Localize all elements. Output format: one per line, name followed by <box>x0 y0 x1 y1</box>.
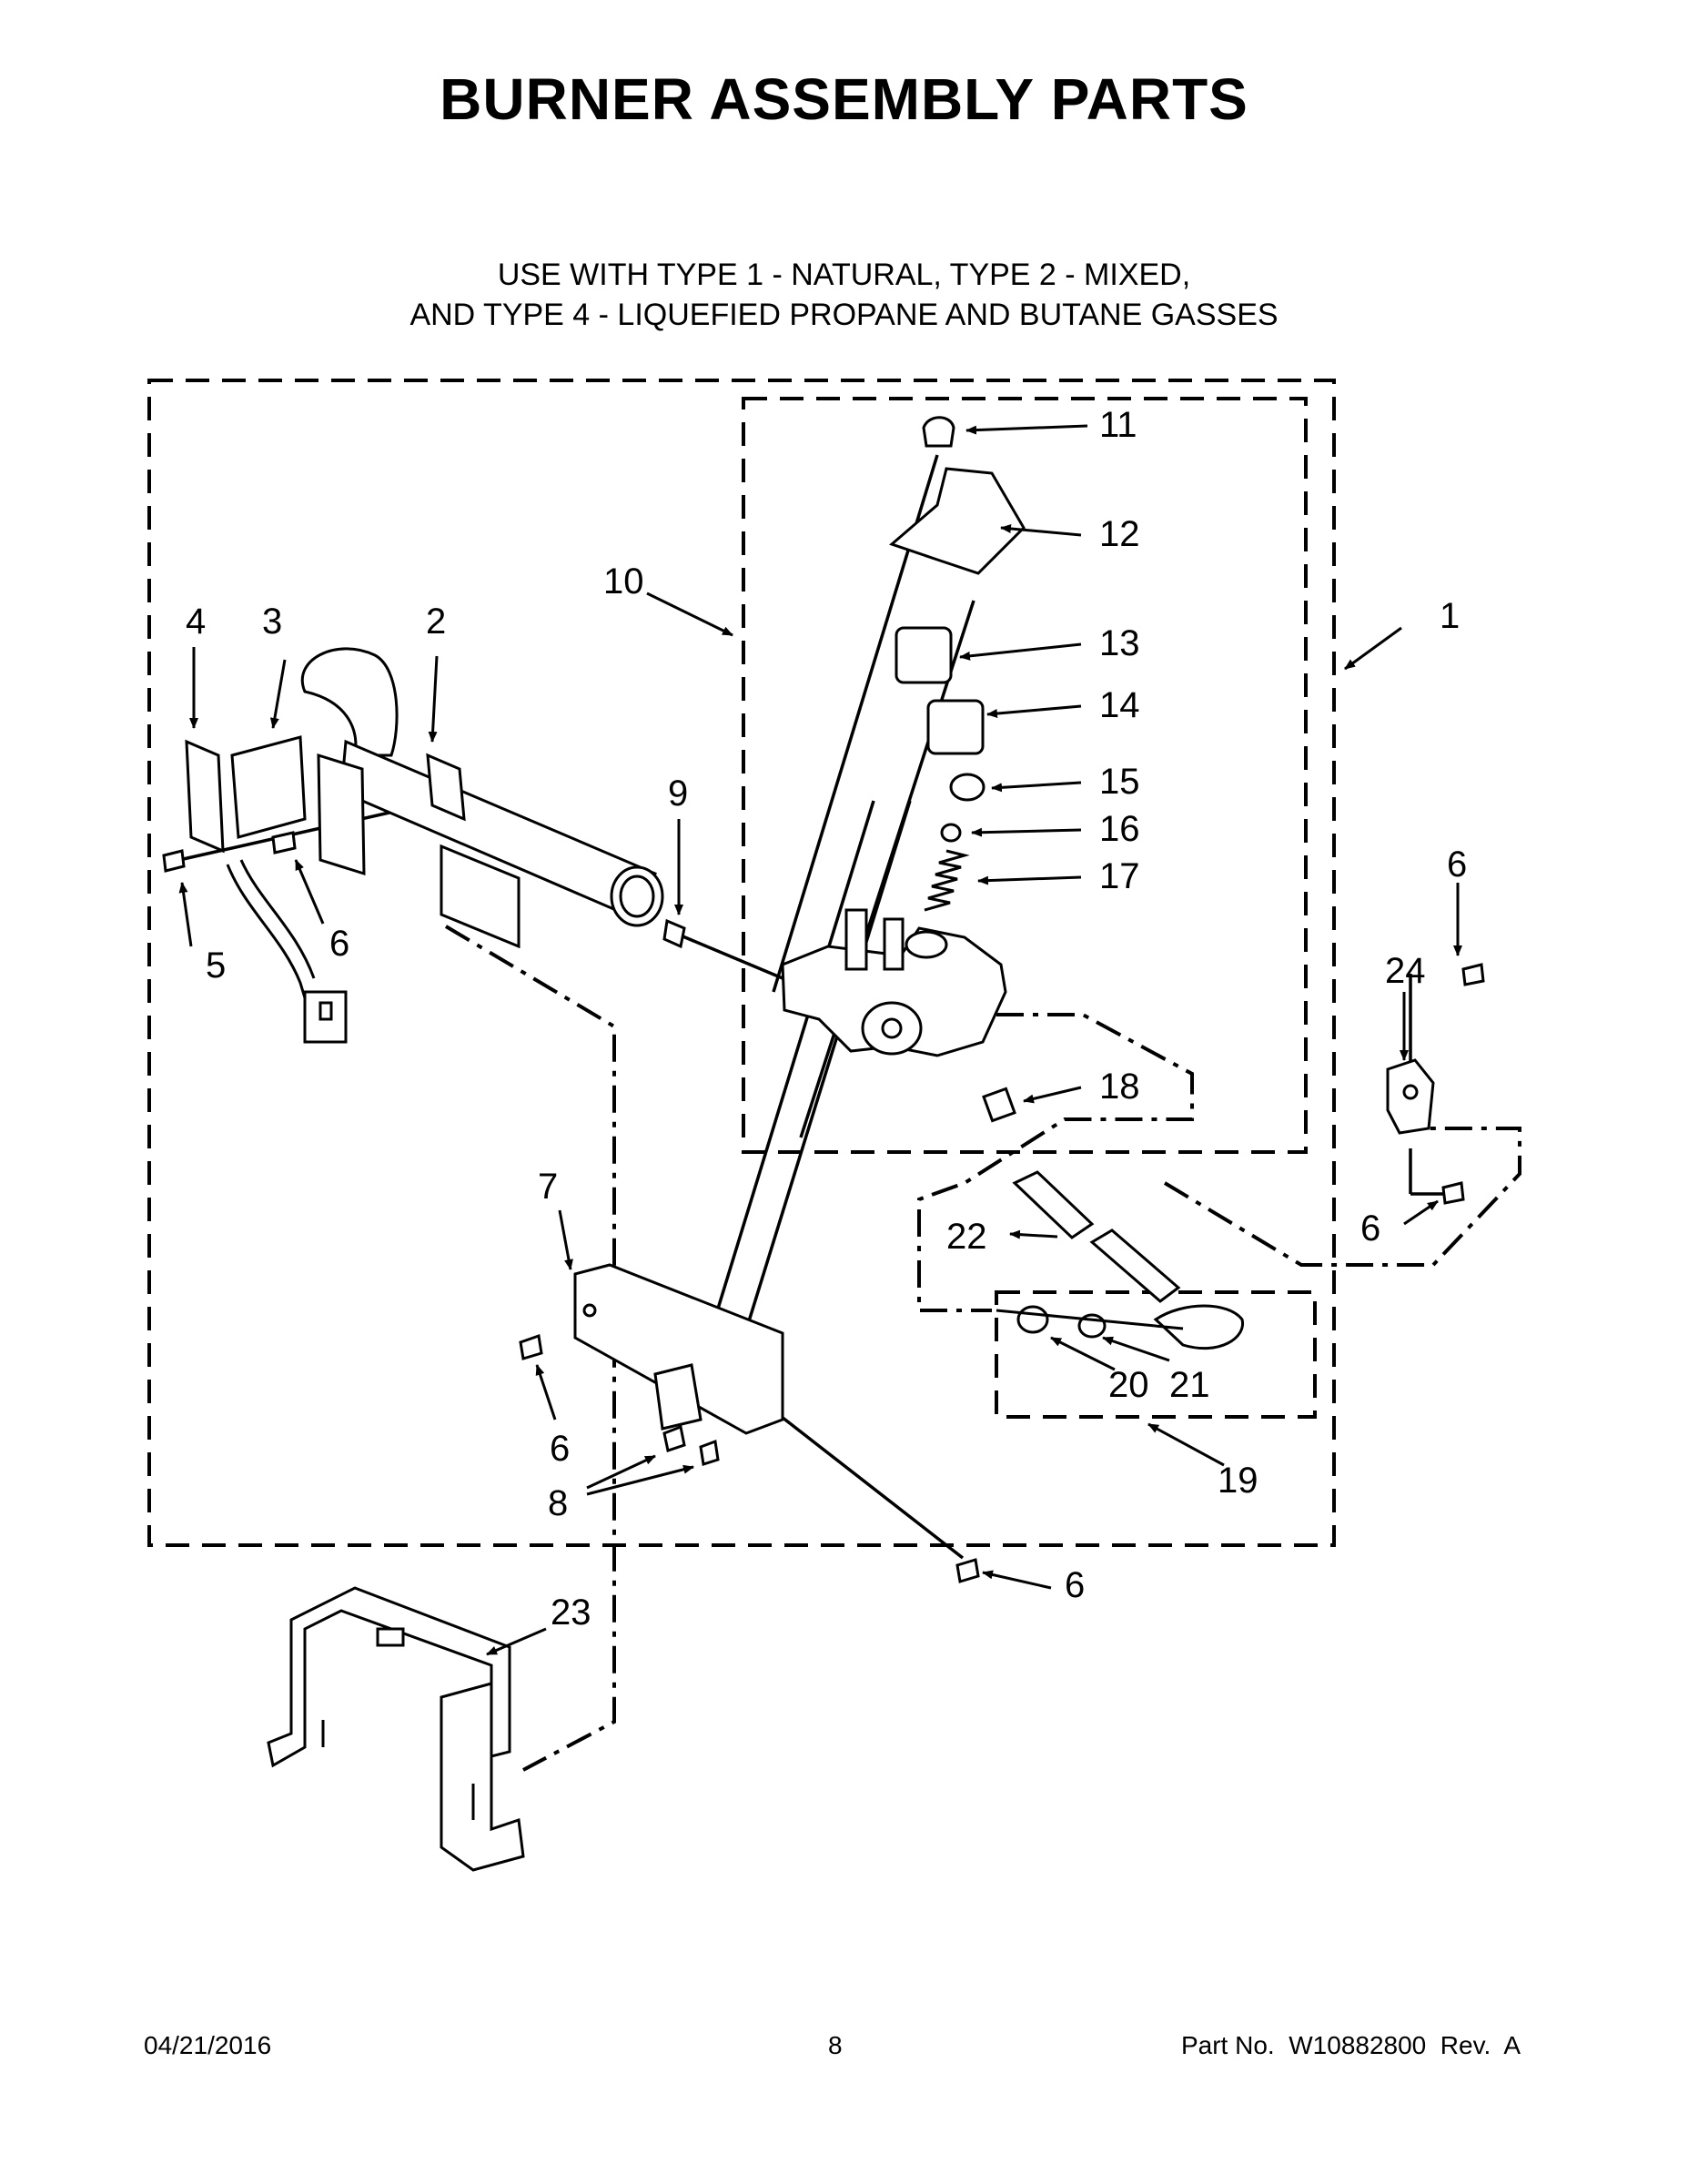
callout-22: 22 <box>946 1217 987 1257</box>
callout-14: 14 <box>1099 685 1140 725</box>
burner-tube <box>301 647 664 949</box>
screw-6-right-lower <box>1441 1181 1465 1205</box>
screws <box>162 831 1485 1583</box>
callout-6-right-upper: 6 <box>1447 844 1467 885</box>
callout-6-right-lower: 6 <box>1360 1208 1380 1249</box>
footer-date: 04/21/2016 <box>144 2031 272 2059</box>
part-17-spring <box>924 849 970 912</box>
callout-24: 24 <box>1385 951 1426 991</box>
callout-10: 10 <box>603 561 644 602</box>
gas-valve <box>781 416 1026 1123</box>
igniter-bracket <box>185 735 366 1044</box>
part-15-seat <box>949 773 986 802</box>
callout-6-left: 6 <box>329 924 349 964</box>
callout-19: 19 <box>1218 1461 1258 1501</box>
footer-part-number: Part No. W10882800 Rev. A <box>1180 2031 1521 2059</box>
callout-4: 4 <box>186 602 206 642</box>
callout-13: 13 <box>1099 623 1140 663</box>
callout-20: 20 <box>1108 1365 1149 1405</box>
part-11-screw-head <box>922 416 955 448</box>
callout-8: 8 <box>548 1483 568 1523</box>
screw-5 <box>162 849 186 873</box>
part-18-plug <box>982 1087 1016 1123</box>
assembly-10-boundary <box>742 397 1308 1154</box>
part-22-tube-lower <box>1089 1228 1181 1303</box>
bracket-24 <box>1386 1058 1435 1135</box>
screw-8b <box>699 1439 720 1466</box>
part-22-tube-upper <box>1012 1170 1095 1239</box>
alignment-lines <box>178 806 1447 1560</box>
part-12-bracket <box>889 467 1026 575</box>
callout-6-bracket: 6 <box>550 1429 570 1469</box>
callout-3: 3 <box>262 602 282 642</box>
assembly-1-boundary <box>147 379 1336 1547</box>
callout-17: 17 <box>1099 856 1140 896</box>
screw-8a <box>662 1424 686 1452</box>
part-14-coil <box>926 699 985 755</box>
footer-page-number: 8 <box>828 2031 843 2059</box>
screw-6-bracket-7 <box>519 1333 543 1360</box>
fitting-end <box>1153 1304 1244 1350</box>
callout-23: 23 <box>551 1592 591 1633</box>
callout-9: 9 <box>668 774 688 814</box>
callout-1: 1 <box>1440 596 1460 636</box>
callout-18: 18 <box>1099 1067 1140 1107</box>
callout-12: 12 <box>1099 514 1140 554</box>
leader-arrows <box>178 424 1462 1656</box>
callout-2: 2 <box>426 602 446 642</box>
orifice-fittings <box>996 1170 1244 1350</box>
callout-7: 7 <box>538 1167 558 1207</box>
callout-11: 11 <box>1099 405 1137 445</box>
mounting-bracket-23 <box>267 1586 525 1872</box>
fitting-9 <box>662 918 686 949</box>
page-title: BURNER ASSEMBLY PARTS <box>440 66 1248 132</box>
part-20-nut <box>1016 1305 1049 1334</box>
screw-6-right-upper <box>1461 963 1485 986</box>
part-13-coil <box>895 626 953 684</box>
subtitle-line-1: USE WITH TYPE 1 - NATURAL, TYPE 2 - MIXE… <box>497 258 1191 292</box>
callout-15: 15 <box>1099 762 1140 802</box>
part-16-plunger <box>940 823 962 843</box>
screw-6-bottom <box>955 1558 980 1583</box>
callout-16: 16 <box>1099 809 1140 849</box>
callout-6-bottom: 6 <box>1065 1565 1085 1605</box>
connection-lines <box>444 925 1521 1772</box>
callout-5: 5 <box>206 945 226 986</box>
subtitle-line-2: AND TYPE 4 - LIQUEFIED PROPANE AND BUTAN… <box>409 298 1279 332</box>
screw-6-left <box>271 831 297 854</box>
callout-21: 21 <box>1169 1365 1210 1405</box>
bracket-7 <box>573 1263 784 1435</box>
